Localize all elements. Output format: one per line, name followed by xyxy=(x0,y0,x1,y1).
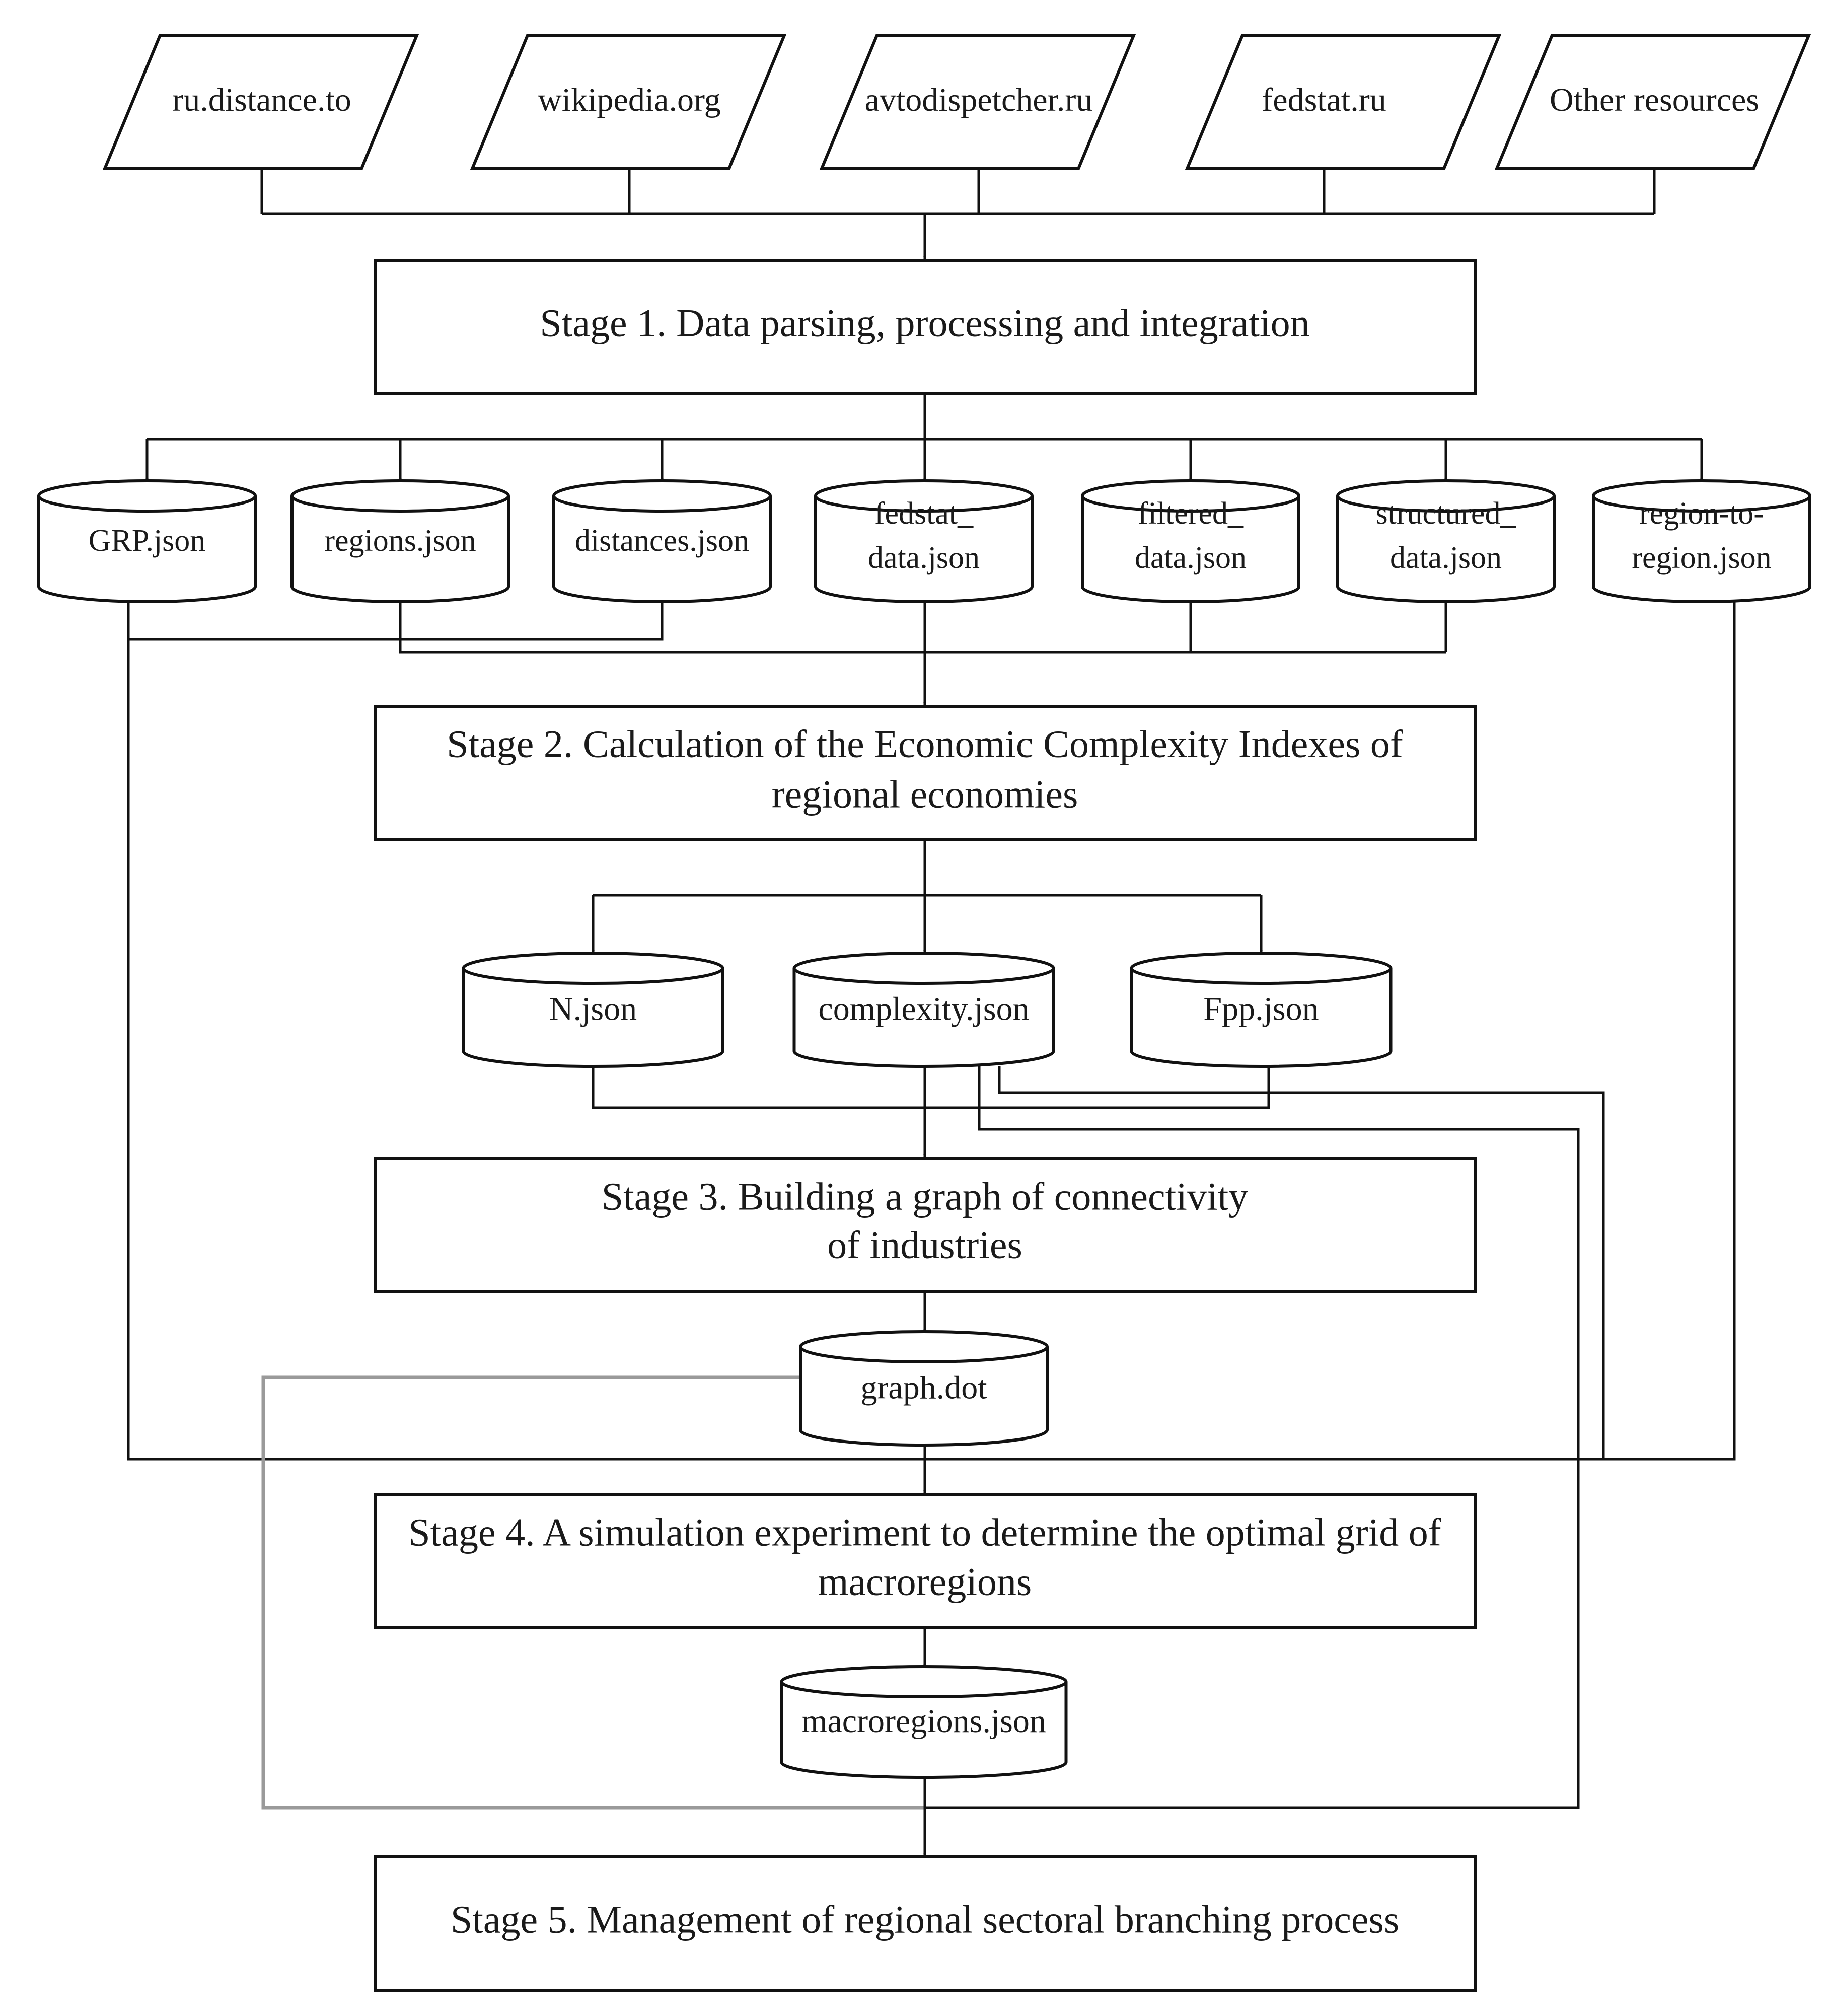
cylinder-body xyxy=(1592,479,1811,603)
datastore-label: structured_ xyxy=(1376,496,1517,531)
datastore-label: N.json xyxy=(549,991,637,1028)
connector xyxy=(925,1066,1580,1809)
cylinder-rim xyxy=(1592,495,1811,513)
src-other-shape xyxy=(1494,34,1811,170)
stage1-label: Stage 1. Data parsing, processing and in… xyxy=(540,301,1309,344)
datastore-label: data.json xyxy=(1390,541,1502,575)
datastore-label: region.json xyxy=(1632,541,1771,575)
cylinder-rim xyxy=(552,495,772,513)
datastore-grp: GRP.json xyxy=(37,479,257,603)
stage3-box: Stage 3. Building a graph of connectivit… xyxy=(374,1157,1477,1293)
cylinder-rim xyxy=(799,1346,1049,1363)
cylinder-rim xyxy=(780,1681,1068,1698)
cylinder-body xyxy=(552,479,772,603)
stage1-box: Stage 1. Data parsing, processing and in… xyxy=(374,259,1477,395)
stage1-rect xyxy=(374,259,1477,395)
stage2-box: Stage 2. Calculation of the Economic Com… xyxy=(374,705,1477,841)
stage3-label: of industries xyxy=(827,1222,1022,1266)
source-label: avtodispetcher.ru xyxy=(865,82,1093,118)
stage4-label: macroregions xyxy=(818,1559,1032,1603)
stage4-rect xyxy=(374,1493,1477,1629)
cylinder-rim xyxy=(1081,495,1300,513)
source-label: Other resources xyxy=(1550,82,1759,118)
datastore-label: fedstat_ xyxy=(874,496,974,531)
src-other: Other resources xyxy=(1494,34,1811,170)
datastore-fedstat: fedstat_ data.json xyxy=(814,479,1034,603)
datastore-label: macroregions.json xyxy=(801,1703,1046,1740)
src-distance-shape xyxy=(102,34,419,170)
datastore-fpp: Fpp.json xyxy=(1130,952,1393,1068)
datastore-filtered: filtered_ data.json xyxy=(1081,479,1300,603)
datastore-macroregions: macroregions.json xyxy=(780,1665,1068,1779)
connectors xyxy=(127,169,1736,1856)
src-distance: ru.distance.to xyxy=(102,34,419,170)
datastore-label: regions.json xyxy=(324,524,476,558)
datastore-regions: regions.json xyxy=(290,479,510,603)
stage5-box: Stage 5. Management of regional sectoral… xyxy=(374,1855,1477,1992)
datastore-label: GRP.json xyxy=(89,524,206,558)
datastore-label: data.json xyxy=(1135,541,1247,575)
datastore-label: data.json xyxy=(868,541,980,575)
datastore-region-to-region: region-to-region.json xyxy=(1592,479,1811,603)
stage2-rect xyxy=(374,705,1477,841)
datastore-graph: graph.dot xyxy=(799,1330,1049,1447)
source-label: fedstat.ru xyxy=(1262,82,1386,118)
cylinder-body xyxy=(1081,479,1300,603)
cylinder-body xyxy=(37,479,257,603)
connector xyxy=(128,594,664,641)
connector xyxy=(399,602,1446,654)
stage2-label: regional economies xyxy=(772,772,1078,816)
cylinder-rim xyxy=(1336,495,1556,513)
stage3-rect xyxy=(374,1157,1477,1293)
datastore-label: complexity.json xyxy=(818,991,1029,1028)
cylinder-rim xyxy=(814,495,1034,513)
cylinder-body xyxy=(814,479,1034,603)
graph-feed-connector xyxy=(261,1375,925,1810)
datastore-complexity: complexity.json xyxy=(792,952,1055,1068)
connector xyxy=(127,602,1736,1461)
nodes: ru.distance.to wikipedia.org avtodispetche… xyxy=(37,34,1811,1992)
cylinder-rim xyxy=(792,968,1055,985)
stage2-label: Stage 2. Calculation of the Economic Com… xyxy=(447,722,1403,765)
datastore-distances: distances.json xyxy=(552,479,772,603)
stage5-rect xyxy=(374,1855,1477,1992)
cylinder-body xyxy=(1336,479,1556,603)
src-fedstat-shape xyxy=(1185,34,1502,170)
source-label: wikipedia.org xyxy=(538,82,721,118)
datastore-label: filtered_ xyxy=(1138,496,1244,531)
stage3-label: Stage 3. Building a graph of connectivit… xyxy=(602,1174,1249,1218)
datastore-label: Fpp.json xyxy=(1203,991,1319,1028)
datastore-label: graph.dot xyxy=(860,1370,987,1406)
stage4-label: Stage 4. A simulation experiment to dete… xyxy=(408,1510,1441,1554)
cylinder-rim xyxy=(462,968,724,985)
cylinder-rim xyxy=(290,495,510,513)
cylinder-rim xyxy=(37,495,257,513)
datastore-label: region-to- xyxy=(1639,496,1764,531)
stage4-box: Stage 4. A simulation experiment to dete… xyxy=(374,1493,1477,1629)
connector xyxy=(998,1066,1605,1459)
datastore-n: N.json xyxy=(462,952,724,1068)
src-fedstat: fedstat.ru xyxy=(1185,34,1502,170)
cylinder-rim xyxy=(1130,968,1393,985)
datastore-label: distances.json xyxy=(575,524,749,558)
source-label: ru.distance.to xyxy=(172,82,351,118)
src-wikipedia-shape xyxy=(470,34,787,170)
src-avtodispetcher: avtodispetcher.ru xyxy=(819,34,1136,170)
src-wikipedia: wikipedia.org xyxy=(470,34,787,170)
stage5-label: Stage 5. Management of regional sectoral… xyxy=(451,1897,1399,1941)
cylinder-body xyxy=(290,479,510,603)
src-avtodispetcher-shape xyxy=(819,34,1136,170)
connector xyxy=(592,1066,1270,1109)
datastore-structured: structured_ data.json xyxy=(1336,479,1556,603)
